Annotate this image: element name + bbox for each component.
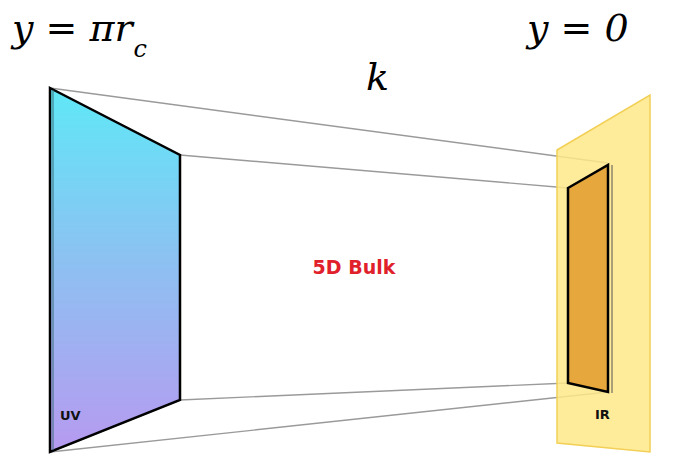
brane-label: IR xyxy=(595,407,610,422)
ir-brane: IR xyxy=(555,93,653,454)
curvature-symbol: k xyxy=(366,55,389,99)
brane-label: UV xyxy=(60,408,81,423)
ir-brane-shape xyxy=(555,93,653,454)
uv-brane-shape xyxy=(48,86,184,454)
bulk-label: 5D Bulk xyxy=(313,256,396,278)
position-label: y = πr xyxy=(12,6,133,50)
uv-brane: UV xyxy=(48,86,184,454)
position-label: y = 0 xyxy=(527,6,629,50)
subscript: c xyxy=(134,35,147,63)
